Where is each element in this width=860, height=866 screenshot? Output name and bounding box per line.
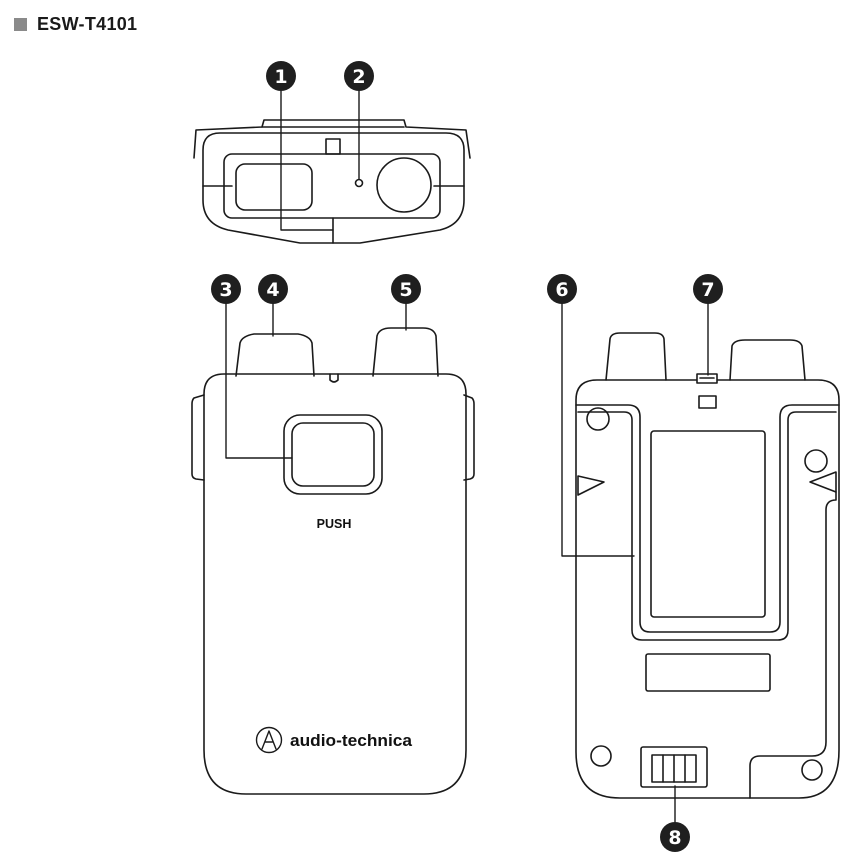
leader-line-3 bbox=[225, 302, 293, 459]
connector-frame bbox=[640, 746, 708, 788]
push-button-label: PUSH bbox=[317, 517, 352, 531]
top-view-clip-outline bbox=[193, 119, 471, 159]
callout-number-4: 4 bbox=[266, 279, 279, 301]
clip-latch-right bbox=[809, 471, 837, 493]
push-button-inner bbox=[291, 422, 375, 487]
figure-header: ESW-T4101 bbox=[14, 12, 137, 36]
callout-1: 1 bbox=[266, 61, 296, 91]
callout-number-6: 6 bbox=[555, 279, 568, 301]
callout-number-3: 3 bbox=[219, 279, 232, 301]
back-knob-left bbox=[605, 332, 667, 381]
callouts: 1 2 3 4 5 6 7 8 bbox=[211, 61, 723, 852]
screw-bottom-left bbox=[590, 745, 612, 767]
callout-number-1: 1 bbox=[274, 66, 287, 88]
clip-latch-left bbox=[577, 475, 605, 496]
back-knob-right bbox=[729, 339, 806, 381]
callout-5: 5 bbox=[391, 274, 421, 304]
callout-2: 2 bbox=[344, 61, 374, 91]
callout-3: 3 bbox=[211, 274, 241, 304]
leader-lines bbox=[225, 89, 709, 823]
callout-number-2: 2 bbox=[352, 66, 365, 88]
belt-clip-outline bbox=[575, 404, 840, 633]
front-body bbox=[203, 373, 467, 795]
screw-top-left bbox=[586, 407, 610, 431]
front-side-grip-left bbox=[191, 394, 205, 481]
callout-number-8: 8 bbox=[668, 827, 681, 849]
brand-name: audio-technica bbox=[290, 731, 413, 750]
front-side-grip-right bbox=[463, 394, 475, 481]
leader-line-6 bbox=[561, 302, 635, 557]
audio-technica-logo-icon bbox=[255, 726, 283, 754]
push-button-outer bbox=[283, 414, 383, 495]
header-marker-icon bbox=[14, 17, 27, 31]
volume-knob bbox=[235, 333, 315, 377]
back-body bbox=[575, 379, 840, 799]
top-view-tab bbox=[325, 138, 341, 155]
top-view-housing bbox=[202, 132, 465, 244]
channel-knob-top bbox=[376, 157, 432, 213]
leader-line-1 bbox=[280, 89, 334, 231]
label-plate bbox=[645, 653, 771, 692]
indicator-hole bbox=[354, 178, 364, 188]
callout-4: 4 bbox=[258, 274, 288, 304]
screw-top-right bbox=[804, 449, 828, 473]
callout-7: 7 bbox=[693, 274, 723, 304]
battery-window bbox=[650, 430, 766, 618]
callout-number-7: 7 bbox=[701, 279, 714, 301]
cable-channel bbox=[749, 491, 837, 799]
belt-clip-inner bbox=[577, 411, 837, 641]
figure-title: ESW-T4101 bbox=[37, 13, 138, 34]
back-view bbox=[575, 332, 840, 799]
volume-knob-top bbox=[235, 163, 313, 211]
channel-knob bbox=[372, 327, 439, 377]
front-view: PUSH audio-technica bbox=[191, 327, 475, 795]
callout-6: 6 bbox=[547, 274, 577, 304]
top-view bbox=[193, 119, 471, 244]
callout-number-5: 5 bbox=[399, 279, 412, 301]
front-top-notch bbox=[329, 373, 339, 383]
antenna-marker bbox=[698, 395, 717, 409]
callout-8: 8 bbox=[660, 822, 690, 852]
screw-bottom-right bbox=[801, 759, 823, 781]
